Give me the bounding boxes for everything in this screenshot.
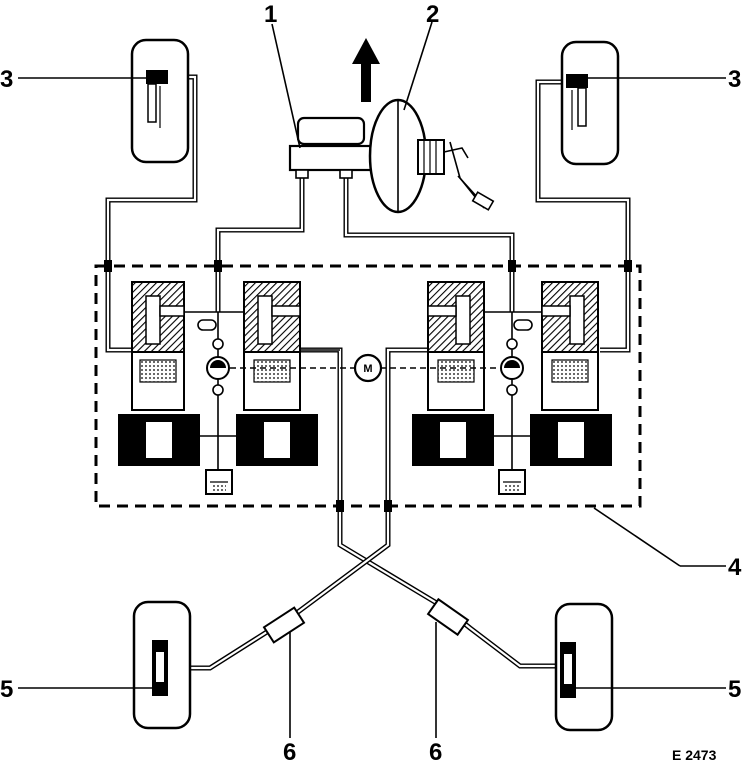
callout-3-right: 3: [728, 66, 741, 93]
return-pump-right: [500, 319, 533, 396]
accumulator-left: [205, 469, 233, 495]
valve-block-4: [541, 281, 599, 411]
pressure-regulator-right: [426, 597, 470, 637]
rear-left-wheel: [132, 600, 192, 730]
callout-2: 2: [426, 1, 439, 28]
master-cylinder: [288, 116, 378, 179]
callout-6-left: 6: [283, 739, 296, 766]
pump-motor: M: [353, 353, 383, 383]
valve-block-3: [427, 281, 485, 411]
callout-5-left: 5: [0, 676, 13, 703]
callout-4: 4: [728, 554, 742, 581]
front-right-wheel: [560, 40, 620, 166]
pressure-regulator-left: [262, 606, 306, 644]
valve-block-1: [131, 281, 185, 411]
callout-3-left: 3: [0, 66, 13, 93]
rear-right-wheel: [554, 602, 614, 732]
front-left-wheel: [130, 38, 190, 164]
solenoid-coils: [118, 414, 612, 466]
leader-lines: [18, 21, 726, 738]
return-pump-left: [197, 319, 230, 396]
callout-6-right: 6: [429, 739, 442, 766]
valve-block-2: [243, 281, 301, 411]
motor-label: M: [363, 363, 372, 375]
forward-arrow: [352, 38, 380, 102]
callout-5-right: 5: [728, 676, 741, 703]
brake-booster: [368, 98, 495, 214]
callout-1: 1: [264, 1, 277, 28]
hydraulic-unit: M: [94, 260, 642, 512]
figure-reference: E 2473: [672, 747, 717, 763]
accumulator-right: [498, 469, 526, 495]
